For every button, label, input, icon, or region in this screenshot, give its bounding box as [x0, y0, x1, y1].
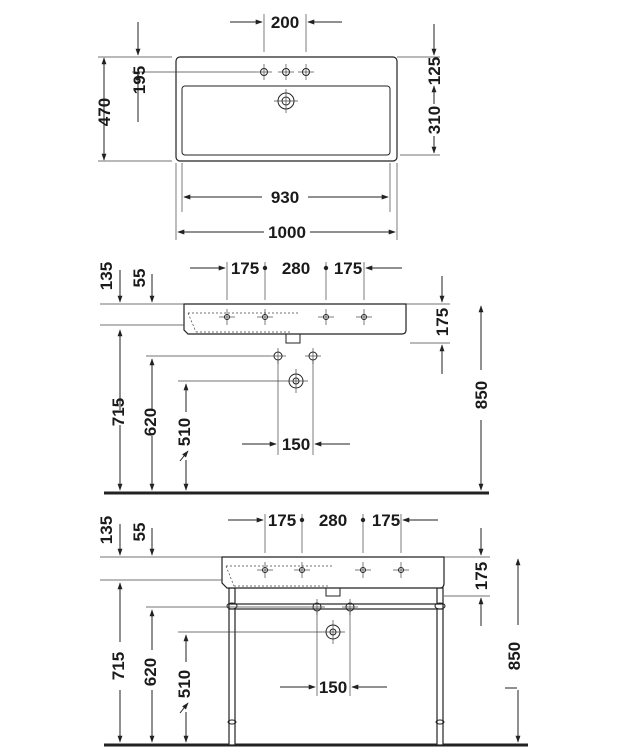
- basin-front-elevation: [183, 303, 407, 335]
- dim-715: 715: [109, 652, 128, 680]
- dim-spacing-175-left: 175: [231, 259, 259, 278]
- tap-hole-icon: [256, 64, 272, 80]
- dim-spacing-280: 280: [282, 259, 310, 278]
- dim-tap-offset: 195: [130, 66, 149, 94]
- waste-connection-icon: [321, 620, 345, 644]
- tap-hole-icon: [294, 562, 310, 578]
- dim-715: 715: [109, 398, 128, 426]
- wall-mounted-view: 175 280 175 135 55 715 620 510 175: [97, 259, 491, 495]
- dim-135: 135: [97, 516, 116, 544]
- basin-front-elevation: [221, 556, 445, 589]
- tap-hole-icon: [355, 562, 371, 578]
- dim-850: 850: [505, 642, 524, 670]
- tap-hole-icon: [257, 309, 273, 325]
- tap-hole-icon: [257, 562, 273, 578]
- dim-55: 55: [130, 269, 149, 288]
- dim-spacing-175-right: 175: [334, 259, 362, 278]
- dim-175-height: 175: [433, 308, 452, 336]
- drain-outlet: [325, 587, 341, 597]
- dim-drain-offset: 125: [425, 57, 444, 85]
- drain-icon: [274, 89, 298, 113]
- tap-hole-icon: [298, 64, 314, 80]
- drain-outlet: [285, 333, 301, 344]
- tap-hole-icon: [219, 309, 235, 325]
- dim-175-height: 175: [472, 562, 491, 590]
- dim-tap-spacing: 200: [271, 13, 299, 32]
- dim-510: 510: [175, 418, 194, 446]
- tap-hole-icon: [278, 64, 294, 80]
- waste-connection-icon: [284, 369, 308, 393]
- dim-150: 150: [282, 435, 310, 454]
- dim-620: 620: [141, 658, 160, 686]
- dim-spacing-175-right: 175: [372, 511, 400, 530]
- dim-depth: 470: [95, 98, 114, 126]
- console-leg-right: [436, 587, 444, 746]
- dim-135: 135: [97, 262, 116, 290]
- dim-510: 510: [175, 670, 194, 698]
- tap-hole-icon: [318, 309, 334, 325]
- dim-55: 55: [130, 523, 149, 542]
- dim-620: 620: [141, 408, 160, 436]
- plan-view: 200 470 195 125 310 930 1000: [95, 13, 444, 242]
- console-leg-left: [228, 587, 236, 746]
- dim-overall-width: 1000: [268, 223, 306, 242]
- console-crossbar: [228, 603, 444, 610]
- basin-bowl: [181, 85, 391, 156]
- dim-850: 850: [472, 381, 491, 409]
- tap-hole-icon: [393, 562, 409, 578]
- dim-bowl-depth: 310: [425, 106, 444, 134]
- dim-spacing-175-left: 175: [268, 511, 296, 530]
- console-view: 175 280 175 135 55 715 620 510 175: [97, 511, 528, 747]
- dim-bowl-width: 930: [271, 188, 299, 207]
- dim-150: 150: [319, 678, 347, 697]
- tap-hole-icon: [356, 309, 372, 325]
- dim-spacing-280: 280: [319, 511, 347, 530]
